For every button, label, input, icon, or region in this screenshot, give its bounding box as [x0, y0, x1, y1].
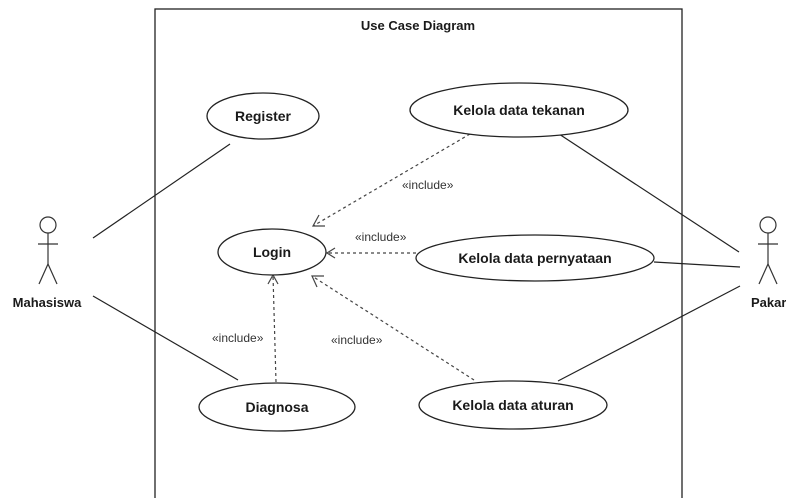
assoc-mahasiswa-diagnosa: [92, 295, 239, 381]
use-case-kelola-aturan[interactable]: Kelola data aturan: [418, 380, 608, 430]
actor-mahasiswa-label: Mahasiswa: [13, 295, 82, 310]
use-case-login[interactable]: Login: [217, 228, 327, 276]
use-case-diagnosa[interactable]: Diagnosa: [198, 382, 356, 432]
diagram-title: Use Case Diagram: [361, 18, 475, 33]
assoc-pakar-kelola-pernyataan: [653, 261, 741, 268]
stick-figure-icon: [758, 216, 778, 285]
use-case-kelola-tekanan[interactable]: Kelola data tekanan: [409, 82, 629, 138]
assoc-pakar-kelola-tekanan: [558, 133, 740, 253]
use-case-login-label: Login: [253, 244, 291, 260]
assoc-mahasiswa-register: [92, 143, 231, 239]
use-case-kelola-pernyataan-label: Kelola data pernyataan: [458, 250, 611, 266]
use-case-kelola-pernyataan[interactable]: Kelola data pernyataan: [415, 234, 655, 282]
include-label-pernyataan: «include»: [355, 230, 407, 244]
use-case-kelola-aturan-label: Kelola data aturan: [452, 397, 573, 413]
use-case-register[interactable]: Register: [206, 92, 320, 140]
actor-pakar-label: Pakar: [751, 295, 786, 310]
include-label-aturan: «include»: [331, 333, 383, 347]
include-label-tekanan: «include»: [402, 178, 454, 192]
actor-mahasiswa[interactable]: Mahasiswa: [13, 216, 82, 310]
actor-pakar[interactable]: Pakar: [751, 216, 786, 310]
stick-figure-icon: [38, 216, 58, 285]
use-case-register-label: Register: [235, 108, 292, 124]
include-kelola-tekanan-login: [312, 133, 471, 227]
use-case-diagnosa-label: Diagnosa: [245, 399, 308, 415]
include-kelola-aturan-login: [311, 275, 475, 381]
arrowhead-kelola-tekanan: [311, 214, 325, 227]
include-label-diagnosa: «include»: [212, 331, 264, 345]
assoc-pakar-kelola-aturan: [557, 285, 741, 382]
use-case-kelola-tekanan-label: Kelola data tekanan: [453, 102, 585, 118]
arrowhead-kelola-pernyataan: [325, 247, 336, 259]
arrowhead-kelola-aturan: [311, 275, 324, 288]
